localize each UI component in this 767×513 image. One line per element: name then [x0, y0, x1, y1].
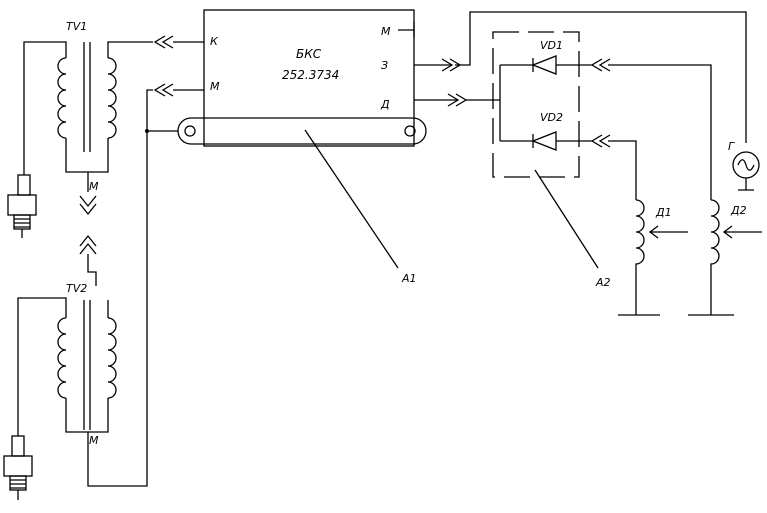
- tv1-label: TV1: [66, 20, 87, 33]
- pin-m-left-label: М: [210, 80, 220, 93]
- bks-model: 252.3734: [282, 68, 339, 82]
- diode-vd1: [531, 55, 592, 75]
- tv2-primary-coil: [57, 317, 67, 399]
- tv1-core: [83, 42, 91, 152]
- tv1-wiring: [23, 41, 153, 173]
- m2-label: М: [89, 434, 99, 447]
- pin-k-label: К: [210, 35, 219, 48]
- tv1-primary-coil: [57, 57, 67, 139]
- ground-stub: [398, 22, 415, 38]
- pin-m-right-label: М: [381, 25, 391, 38]
- d1-label: Д1: [655, 206, 672, 219]
- tv2-wiring: [17, 297, 109, 433]
- tv2-label: TV2: [66, 282, 87, 295]
- d2-label: Д2: [730, 204, 747, 217]
- tv2-core: [83, 300, 91, 430]
- m-link-bottom: [87, 254, 97, 286]
- sensor-d2-arrow: [722, 225, 762, 239]
- wire-vd1-to-d2: [608, 64, 712, 200]
- sine-icon: [737, 159, 755, 171]
- connector-m-left: [153, 83, 204, 97]
- junction-dot: [145, 129, 149, 133]
- wire-vd2-to-d1: [608, 140, 637, 200]
- g-label: Г: [728, 140, 735, 153]
- pin-z-label: З: [381, 59, 388, 72]
- vd2-label: VD2: [540, 111, 563, 124]
- diode-vd2: [531, 131, 592, 151]
- mounting-bracket: [177, 117, 427, 145]
- m1-label: М: [89, 180, 99, 193]
- wire-z-to-generator: [455, 11, 747, 143]
- tv2-secondary-coil: [107, 317, 117, 399]
- sensor-d2-coil: [710, 199, 720, 315]
- mounting-hole-right: [404, 125, 416, 137]
- connector-k: [153, 35, 204, 49]
- a2-label: А2: [595, 276, 611, 289]
- bks-name: БКС: [296, 47, 322, 61]
- bks-control-unit-box: [203, 9, 415, 147]
- connector-vd1: [590, 58, 611, 72]
- sensor-d1-coil: [635, 199, 645, 315]
- diode-common-bus: [499, 64, 533, 142]
- tv1-secondary-coil: [107, 57, 117, 139]
- spark-plug-1: [7, 165, 37, 238]
- spark-plug-2: [3, 428, 33, 500]
- a1-label: А1: [401, 272, 417, 285]
- connector-m-bottom: [79, 234, 97, 255]
- vd1-label: VD1: [540, 39, 563, 52]
- generator-ground: [738, 178, 754, 191]
- sensor-d1-arrow: [648, 225, 688, 239]
- wire-m-return: [87, 89, 153, 487]
- leader-a2: [534, 169, 599, 269]
- connector-m-top: [79, 195, 97, 216]
- pin-d-label: Д: [380, 98, 390, 111]
- diode-block-a2: [492, 31, 580, 178]
- mounting-hole-left: [184, 125, 196, 137]
- leader-a1: [304, 129, 399, 269]
- connector-z: [441, 58, 462, 72]
- connector-vd2: [590, 134, 611, 148]
